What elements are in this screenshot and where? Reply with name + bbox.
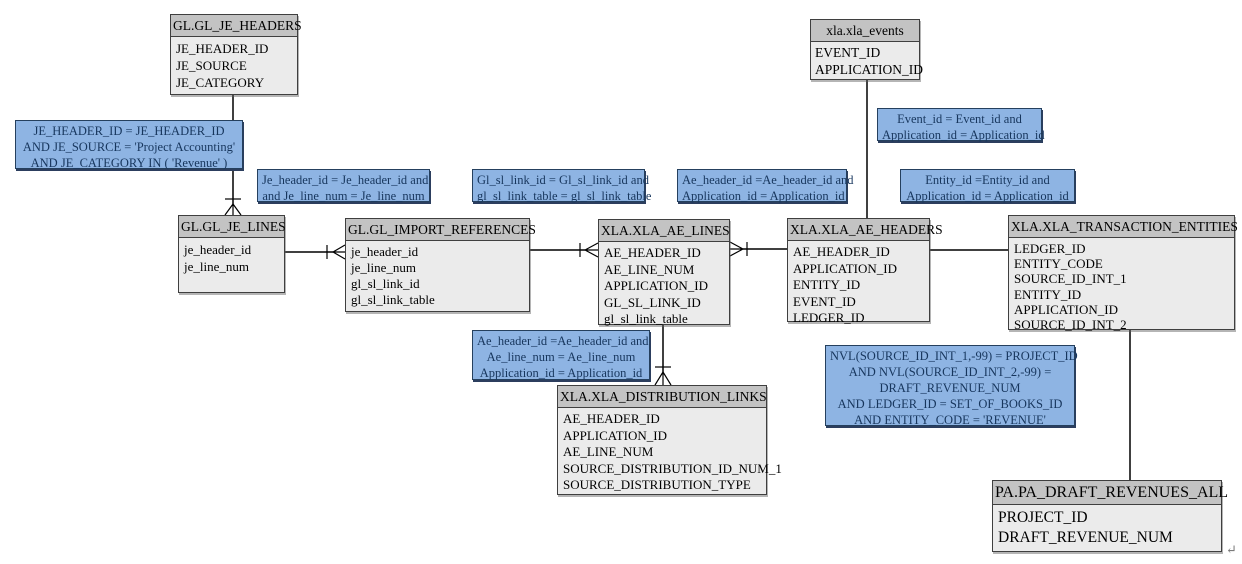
annotation-je-headers-join: JE_HEADER_ID = JE_HEADER_ID AND JE_SOURC… (15, 120, 243, 170)
table-field: DRAFT_REVENUE_NUM (998, 529, 1173, 546)
table-field: SOURCE_ID_INT_1 (1014, 271, 1127, 287)
table-field: gl_sl_link_table (604, 311, 688, 326)
annotation-line: Ae_line_num = Ae_line_num (486, 350, 636, 364)
annotation-entity-join: Entity_id =Entity_id and Application_id … (900, 169, 1075, 203)
table-xla-ae-lines: XLA.XLA_AE_LINES AE_HEADER_ID AE_LINE_NU… (598, 219, 730, 326)
annotation-line: Entity_id =Entity_id and (925, 173, 1050, 187)
annotation-line: Ae_header_id =Ae_header_id and (477, 334, 649, 348)
table-field: APPLICATION_ID (793, 260, 897, 276)
table-field: APPLICATION_ID (563, 427, 667, 443)
table-fields: JE_HEADER_ID JE_SOURCE JE_CATEGORY (171, 37, 297, 94)
table-title: GL.GL_JE_HEADERS (171, 15, 302, 37)
annotation-line: AND LEDGER_ID = SET_OF_BOOKS_ID (837, 397, 1063, 411)
table-xla-transaction-entities: XLA.XLA_TRANSACTION_ENTITIES LEDGER_ID E… (1008, 215, 1238, 332)
table-field: EVENT_ID (793, 293, 856, 309)
table-field: LEDGER_ID (793, 310, 865, 325)
annotation-line: DRAFT_REVENUE_NUM (879, 381, 1021, 395)
table-field: SOURCE_ID_INT_2 (1014, 317, 1127, 333)
connector-ae-lines-to-distribution-links (654, 325, 672, 386)
table-fields: AE_HEADER_ID APPLICATION_ID ENTITY_ID EV… (788, 241, 929, 329)
table-fields: je_header_id je_line_num gl_sl_link_id g… (346, 241, 529, 311)
annotation-line: AND JE_CATEGORY IN ( 'Revenue' ) (30, 156, 228, 170)
table-fields: AE_HEADER_ID AE_LINE_NUM APPLICATION_ID … (599, 242, 729, 330)
annotation-event-join: Event_id = Event_id and Application_id =… (877, 108, 1045, 142)
table-field: gl_sl_link_table (351, 292, 435, 307)
table-field: JE_HEADER_ID (176, 41, 269, 56)
annotation-line: gl_sl_link_table = gl_sl_link_table (477, 189, 652, 203)
table-fields: PROJECT_ID DRAFT_REVENUE_NUM (993, 505, 1221, 551)
table-xla-ae-headers: XLA.XLA_AE_HEADERS AE_HEADER_ID APPLICAT… (787, 218, 943, 325)
annotation-line: NVL(SOURCE_ID_INT_1,-99) = PROJECT_ID (830, 349, 1078, 363)
table-field: je_line_num (351, 260, 416, 275)
table-field: JE_SOURCE (176, 58, 247, 73)
table-pa-draft-revenues-all: PA.PA_DRAFT_REVENUES_ALL PROJECT_ID DRAF… (992, 480, 1228, 552)
table-xla-distribution-links: XLA.XLA_DISTRIBUTION_LINKS AE_HEADER_ID … (557, 385, 782, 496)
annotation-line: AND JE_SOURCE = 'Project Accounting' (22, 140, 236, 154)
paragraph-return-mark: ↵ (1226, 542, 1237, 557)
annotation-line: Je_header_id = Je_header_id and (262, 173, 429, 187)
table-field: EVENT_ID (815, 45, 881, 60)
connector-je-lines-to-import-references (285, 244, 346, 260)
table-fields: LEDGER_ID ENTITY_CODE SOURCE_ID_INT_1 EN… (1009, 238, 1234, 334)
table-field: ENTITY_ID (1014, 286, 1082, 302)
table-field: SOURCE_DISTRIBUTION_ID_NUM_1 (563, 460, 782, 476)
table-field: APPLICATION_ID (1014, 301, 1118, 317)
table-title: PA.PA_DRAFT_REVENUES_ALL (993, 481, 1228, 505)
table-field: GL_SL_LINK_ID (604, 294, 701, 310)
table-field: PROJECT_ID (998, 509, 1088, 526)
annotation-line: Event_id = Event_id and (897, 112, 1022, 126)
annotation-line: Application_id = Application_id (882, 128, 1045, 142)
annotation-line: Application_id = Application_id (479, 366, 643, 380)
table-field: APPLICATION_ID (815, 61, 923, 77)
table-field: je_header_id (351, 244, 419, 259)
table-xla-events: xla.xla_events EVENT_ID APPLICATION_ID (810, 19, 923, 80)
table-fields: je_header_id je_line_num (179, 238, 284, 292)
table-field: je_header_id (184, 242, 252, 257)
table-field: je_line_num (184, 259, 249, 274)
table-field: JE_CATEGORY (176, 75, 265, 90)
table-field: AE_HEADER_ID (563, 411, 660, 426)
table-field: AE_HEADER_ID (793, 244, 890, 259)
annotation-je-lines-join: Je_header_id = Je_header_id and and Je_l… (257, 169, 430, 203)
connector-ae-headers-to-ae-lines (729, 241, 787, 257)
table-field: LEDGER_ID (1014, 241, 1086, 256)
annotation-line: Gl_sl_link_id = Gl_sl_link_id and (477, 173, 649, 187)
table-field: AE_HEADER_ID (604, 245, 701, 260)
table-title: GL.GL_JE_LINES (179, 216, 286, 238)
table-title: GL.GL_IMPORT_REFERENCES (346, 219, 536, 241)
annotation-gl-sl-link-join: Gl_sl_link_id = Gl_sl_link_id and gl_sl_… (472, 169, 652, 203)
table-field: SOURCE_DISTRIBUTION_TYPE (563, 477, 751, 492)
table-field: ENTITY_CODE (1014, 256, 1103, 272)
table-title: xla.xla_events (811, 20, 919, 42)
annotation-nvl-join: NVL(SOURCE_ID_INT_1,-99) = PROJECT_ID AN… (825, 345, 1078, 427)
annotation-ae-header-join: Ae_header_id =Ae_header_id and Applicati… (677, 169, 854, 203)
annotation-line: JE_HEADER_ID = JE_HEADER_ID (33, 124, 225, 138)
annotation-line: AND ENTITY_CODE = 'REVENUE' (854, 413, 1046, 427)
table-title: XLA.XLA_DISTRIBUTION_LINKS (558, 386, 767, 408)
table-field: ENTITY_ID (793, 277, 861, 292)
annotation-distribution-join: Ae_header_id =Ae_header_id and Ae_line_n… (472, 330, 650, 380)
table-field: gl_sl_link_id (351, 276, 420, 291)
table-title: XLA.XLA_AE_LINES (599, 220, 730, 242)
table-gl-je-headers: GL.GL_JE_HEADERS JE_HEADER_ID JE_SOURCE … (170, 14, 302, 95)
annotation-line: AND NVL(SOURCE_ID_INT_2,-99) = (848, 365, 1052, 379)
table-fields: EVENT_ID APPLICATION_ID (811, 42, 923, 80)
annotation-line: Application_id = Application_id (682, 189, 845, 203)
connector-import-references-to-ae-lines (530, 242, 599, 258)
annotation-line: and Je_line_num = Je_line_num (262, 189, 425, 203)
table-title: XLA.XLA_AE_HEADERS (788, 219, 943, 241)
table-field: APPLICATION_ID (604, 278, 708, 293)
table-field: AE_LINE_NUM (604, 261, 695, 277)
annotation-line: Application_id = Application_id (906, 189, 1069, 203)
table-field: AE_LINE_NUM (563, 444, 654, 459)
table-fields: AE_HEADER_ID APPLICATION_ID AE_LINE_NUM … (558, 408, 782, 496)
table-title: XLA.XLA_TRANSACTION_ENTITIES (1009, 216, 1238, 238)
annotation-line: Ae_header_id =Ae_header_id and (682, 173, 854, 187)
table-gl-je-lines: GL.GL_JE_LINES je_header_id je_line_num (178, 215, 286, 293)
table-gl-import-references: GL.GL_IMPORT_REFERENCES je_header_id je_… (345, 218, 536, 312)
